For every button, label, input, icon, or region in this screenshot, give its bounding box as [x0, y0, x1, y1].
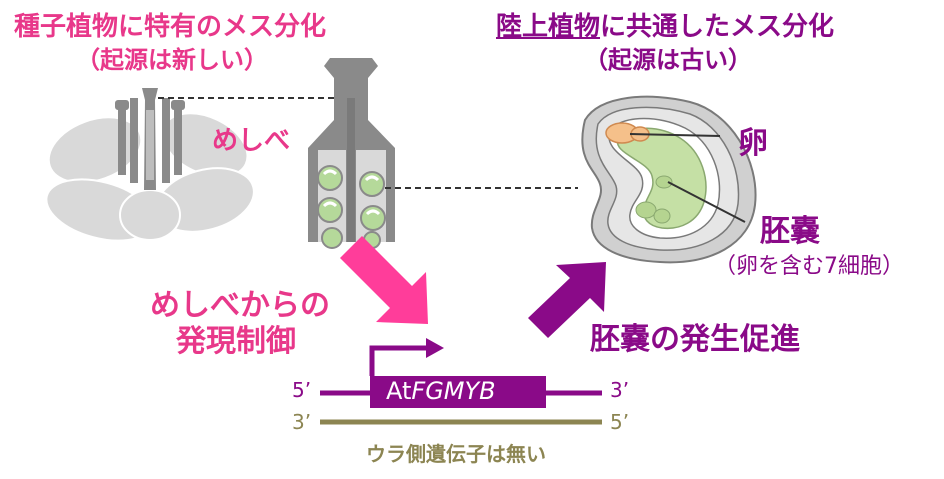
- flower-illustration: [45, 88, 255, 242]
- embryo-sac-label: 胚嚢: [760, 214, 820, 249]
- right-title-rest: に共通したメス分化: [600, 12, 835, 42]
- gene-name-italic: FGMYB: [411, 377, 496, 405]
- strand-bottom-right-label: 5’: [610, 410, 630, 434]
- pistil-illustration: [308, 58, 395, 249]
- right-title-line1: 陸上植物に共通したメス分化: [496, 6, 834, 43]
- embryo-sac-note: （卵を含む7細胞）: [714, 254, 904, 279]
- pistil-control-line2: 発現制御: [176, 324, 296, 359]
- left-title-line2: （起源は新しい）: [76, 46, 268, 74]
- embryosac-pointer: [667, 181, 746, 223]
- strand-top-left-label: 5’: [292, 378, 312, 402]
- right-title-underlined: 陸上植物: [496, 12, 601, 42]
- antisense-note: ウラ側遺伝子は無い: [366, 442, 546, 466]
- right-title-line2: （起源は古い）: [584, 46, 752, 74]
- purple-arrow: [528, 262, 606, 338]
- strand-top-right-label: 3’: [610, 378, 630, 402]
- gene-box: [370, 376, 546, 408]
- promote-label: 胚嚢の発生促進: [590, 322, 800, 357]
- left-title-line1: 種子植物に特有のメス分化: [14, 12, 327, 42]
- pistil-control-line1: めしべからの: [150, 288, 330, 323]
- egg-label: 卵: [738, 126, 768, 161]
- gene-name: AtFGMYB: [386, 377, 496, 405]
- promoter-arrow-head: [426, 338, 444, 358]
- gene-diagram: [320, 338, 602, 425]
- pistil-label: めしべ: [212, 126, 291, 156]
- egg-pointer: [629, 133, 721, 137]
- strand-bottom-left-label: 3’: [292, 410, 312, 434]
- promoter-arrow-line: [369, 345, 428, 376]
- gene-name-prefix: At: [386, 377, 412, 405]
- ovule-illustration: [581, 95, 757, 264]
- pink-arrow: [340, 236, 428, 324]
